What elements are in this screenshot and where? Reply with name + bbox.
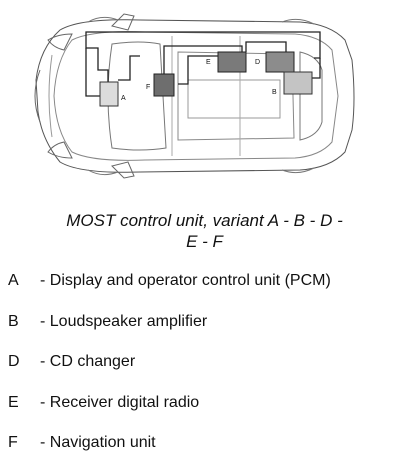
caption-line-1: MOST control unit, variant A - B - D - xyxy=(66,211,343,230)
legend-letter: A xyxy=(8,272,19,289)
control-units: A F E D B xyxy=(99,51,313,107)
unit-box-e xyxy=(217,51,247,73)
legend-description: - CD changer xyxy=(40,353,136,370)
unit-label-a: A xyxy=(121,95,126,102)
unit-box-f xyxy=(153,73,175,97)
unit-label-d: D xyxy=(255,59,260,66)
car-outline xyxy=(34,13,355,179)
car-top-view-diagram: A F E D B xyxy=(34,13,355,179)
unit-label-f: F xyxy=(146,84,150,91)
legend-description: - Navigation unit xyxy=(40,434,156,451)
unit-label-b: B xyxy=(272,89,277,96)
unit-box-a xyxy=(99,81,119,107)
legend-item-b: B - Loudspeaker amplifier xyxy=(0,311,409,333)
most-ring-wiring xyxy=(85,31,321,97)
unit-box-b xyxy=(283,71,313,95)
legend-description: - Loudspeaker amplifier xyxy=(40,313,208,330)
unit-label-e: E xyxy=(206,59,211,66)
legend-item-a: A - Display and operator control unit (P… xyxy=(0,270,409,292)
legend-description: - Display and operator control unit (PCM… xyxy=(40,272,331,289)
caption-line-2: E - F xyxy=(186,232,223,251)
legend-item-e: E - Receiver digital radio xyxy=(0,392,409,414)
figure-caption: MOST control unit, variant A - B - D - E… xyxy=(0,210,409,252)
legend-item-d: D - CD changer xyxy=(0,351,409,373)
legend-letter: E xyxy=(8,394,19,411)
legend-item-f: F - Navigation unit xyxy=(0,432,409,454)
legend-letter: F xyxy=(8,434,18,451)
legend-description: - Receiver digital radio xyxy=(40,394,200,411)
unit-box-d xyxy=(265,51,295,73)
legend-letter: D xyxy=(8,353,20,370)
legend-letter: B xyxy=(8,313,19,330)
